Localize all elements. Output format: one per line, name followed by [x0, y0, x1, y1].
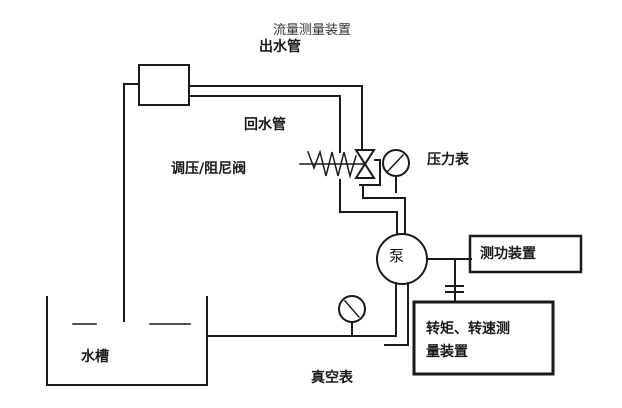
discharge-pipe-inner	[339, 179, 398, 237]
torque-speed-label-line2: 量装置	[426, 344, 468, 360]
return-pipe-outer	[188, 85, 363, 151]
outlet-pipe-label: 出水管	[259, 39, 301, 55]
vacuum-gauge-label: 真空表	[311, 370, 353, 386]
return-pipe-label: 回水管	[244, 117, 286, 133]
valve-spring	[307, 149, 357, 179]
outlet-pipe-line	[123, 83, 140, 322]
valve-bracket	[359, 159, 381, 186]
pump-label: 泵	[389, 247, 405, 265]
torque-speed-box	[412, 300, 555, 376]
discharge-pipe-outer	[362, 185, 406, 237]
valve-lower-triangle	[354, 162, 376, 179]
flow-meter-box	[138, 64, 190, 106]
torque-speed-label-line1: 转矩、转速测	[426, 321, 510, 337]
water-tank-label: 水槽	[81, 349, 109, 365]
pressure-gauge-label: 压力表	[427, 152, 469, 168]
vacuum-gauge	[338, 295, 366, 337]
water-tank	[46, 296, 208, 386]
power-measurement-box	[468, 234, 583, 274]
flow-measurement-label: 流量测量装置	[273, 23, 352, 38]
suction-pipe-outer	[206, 282, 397, 337]
suction-pipe-inner	[384, 282, 409, 346]
valve-upper-triangle	[354, 149, 376, 166]
regulating-valve	[299, 149, 381, 186]
pressure-gauge	[382, 149, 410, 193]
regulating-valve-label: 调压/阻尼阀	[171, 161, 247, 177]
return-pipe-inner	[188, 95, 341, 153]
power-measurement-label: 测功装置	[480, 246, 536, 262]
